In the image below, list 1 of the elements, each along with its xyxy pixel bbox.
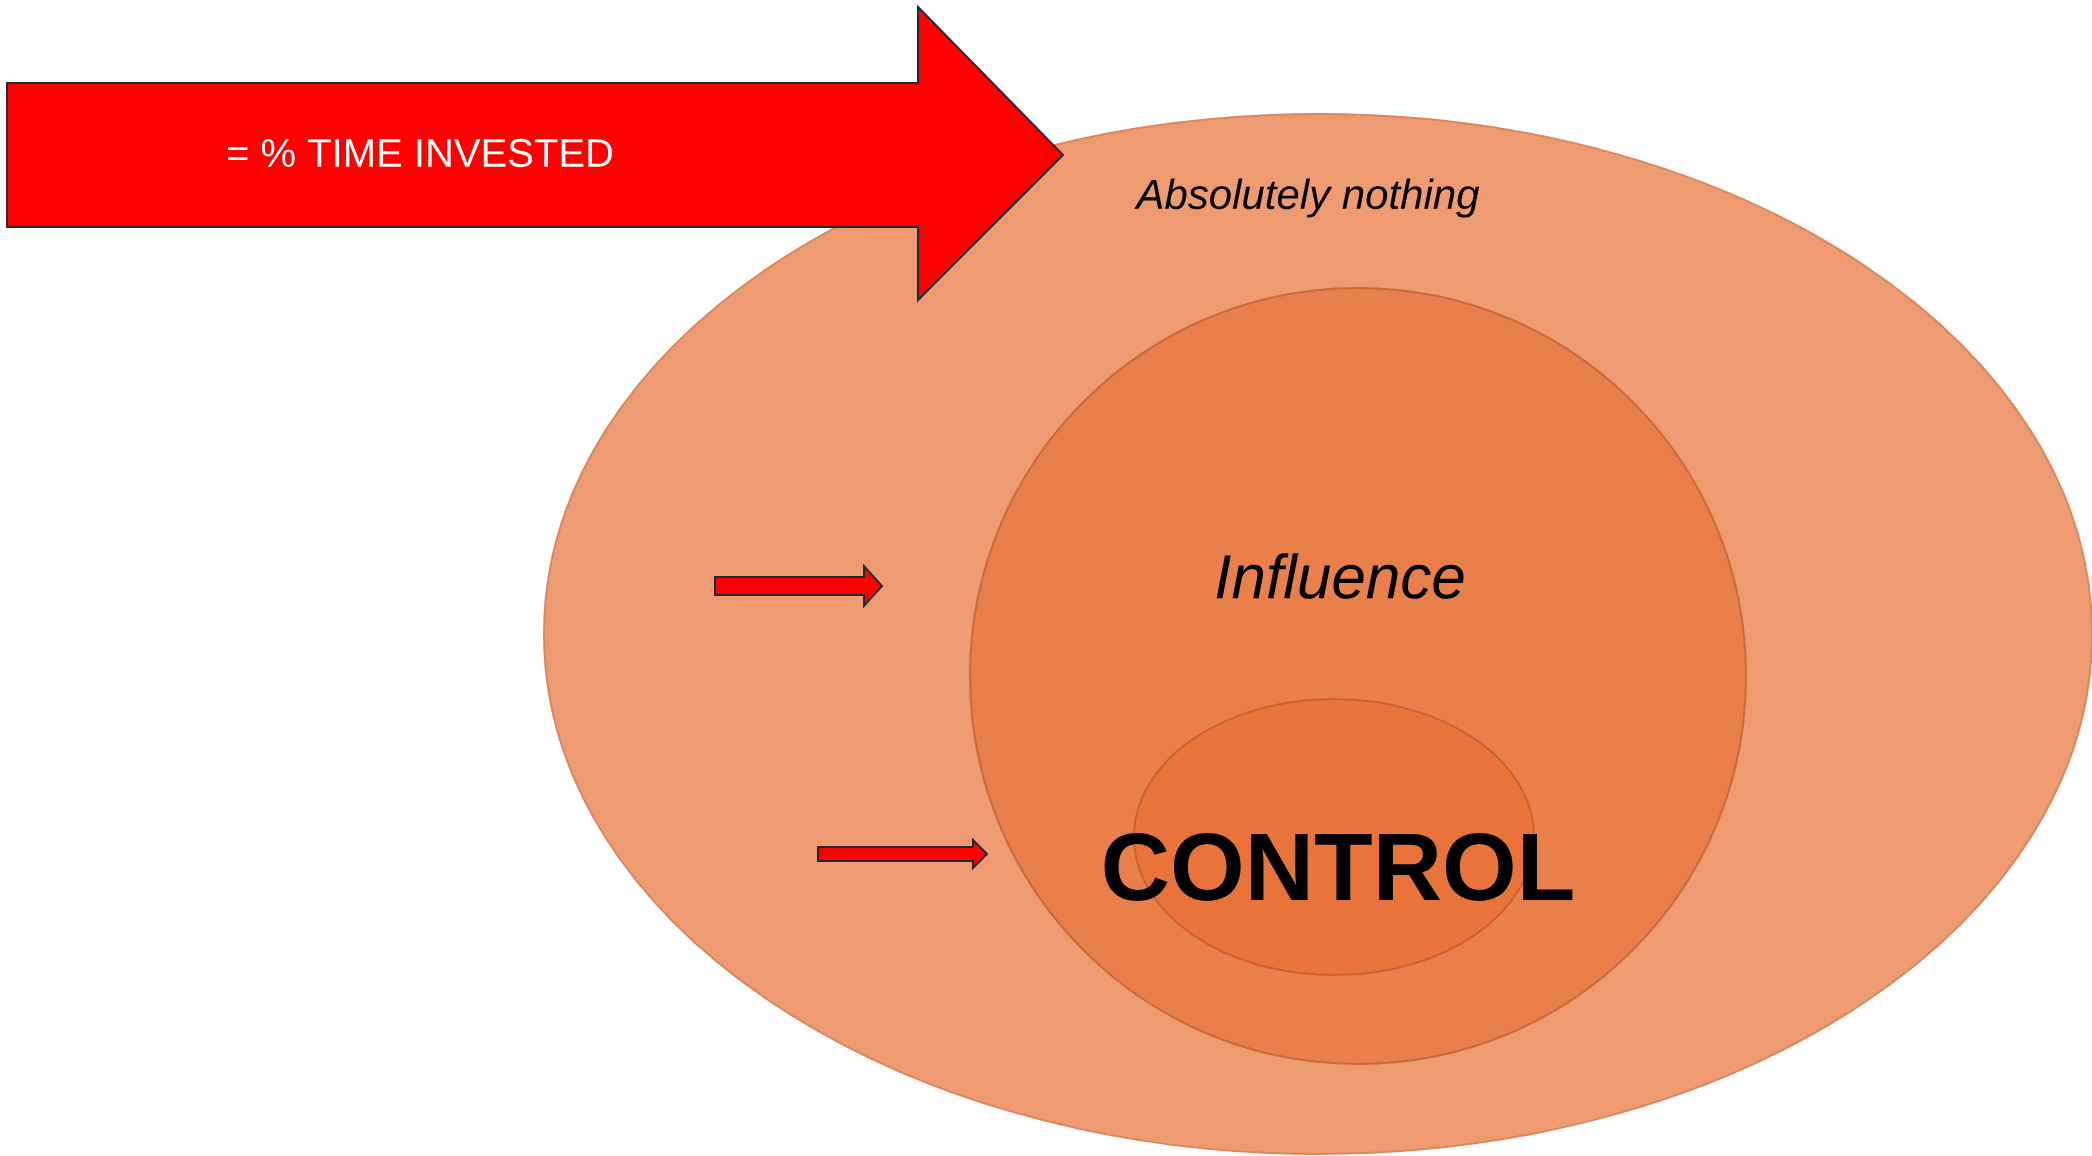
- arrow: [817, 837, 989, 871]
